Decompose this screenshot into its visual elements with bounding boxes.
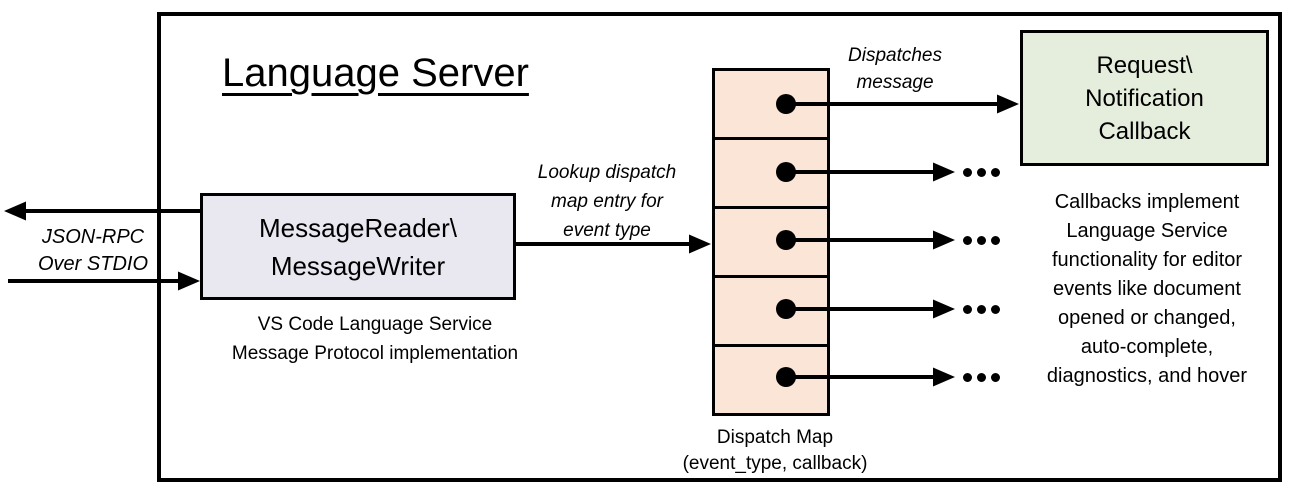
dispatches-message-label: Dispatches message: [830, 42, 960, 96]
dispatch-map-cell-1: [715, 71, 827, 140]
dispatch-map-cell-4: [715, 278, 827, 347]
ellipsis-icon-row2: [963, 167, 1007, 177]
ellipsis-icon-row5: [963, 372, 1007, 382]
callbacks-note-line7: diagnostics, and hover: [1046, 365, 1248, 387]
ellipsis-dot: [977, 304, 986, 314]
ellipsis-dot: [963, 167, 972, 177]
lookup-dispatch-label: Lookup dispatch map entry for event type: [517, 158, 697, 245]
ellipsis-dot: [963, 304, 972, 314]
ellipsis-icon-row3: [963, 235, 1007, 245]
language-server-boundary-box: [157, 12, 1282, 482]
json-rpc-label-line2: Over STDIO: [37, 253, 148, 275]
ellipsis-dot: [977, 167, 986, 177]
request-notification-callback-box: Request\ Notification Callback: [1020, 30, 1269, 166]
callback-box-line1: Request\: [1096, 51, 1193, 79]
callbacks-note-line6: auto-complete,: [1080, 336, 1214, 358]
ellipsis-dot: [963, 235, 972, 245]
dispatches-label-line2: message: [856, 72, 934, 93]
ellipsis-dot: [991, 372, 1000, 382]
callbacks-note-line3: functionality for editor: [1051, 249, 1243, 271]
callbacks-note-line2: Language Service: [1066, 220, 1228, 242]
dispatch-map-caption: Dispatch Map (event_type, callback): [655, 425, 895, 477]
message-caption-line2: Message Protocol implementation: [231, 343, 519, 364]
lookup-label-line3: event type: [563, 220, 651, 241]
dispatches-label-line1: Dispatches: [848, 45, 942, 66]
ellipsis-dot: [991, 167, 1000, 177]
diagram-title: Language Server: [222, 51, 529, 95]
message-caption-line1: VS Code Language Service: [257, 314, 493, 335]
dispatch-caption-line2: (event_type, callback): [682, 453, 868, 474]
ellipsis-icon-row4: [963, 304, 1007, 314]
lookup-label-line1: Lookup dispatch: [537, 162, 677, 183]
callback-box-line3: Callback: [1098, 117, 1191, 145]
callback-box-line2: Notification: [1085, 84, 1204, 112]
dispatch-map-cell-3: [715, 209, 827, 278]
message-box-line1: MessageReader\: [259, 212, 457, 243]
json-rpc-stdio-label: JSON-RPC Over STDIO: [18, 224, 168, 278]
dispatch-caption-line1: Dispatch Map: [716, 427, 834, 448]
dispatch-map-cell-2: [715, 140, 827, 209]
lookup-label-line2: map entry for: [551, 191, 663, 212]
message-reader-writer-box: MessageReader\ MessageWriter: [200, 193, 516, 300]
callbacks-note: Callbacks implement Language Service fun…: [1013, 188, 1281, 391]
message-box-line2: MessageWriter: [270, 250, 446, 281]
message-box-caption: VS Code Language Service Message Protoco…: [195, 310, 555, 368]
ellipsis-dot: [991, 304, 1000, 314]
ellipsis-dot: [977, 372, 986, 382]
ellipsis-dot: [963, 372, 972, 382]
ellipsis-dot: [977, 235, 986, 245]
ellipsis-dot: [991, 235, 1000, 245]
callbacks-note-line1: Callbacks implement: [1054, 191, 1240, 213]
json-rpc-label-line1: JSON-RPC: [41, 226, 145, 248]
callbacks-note-line4: events like document: [1053, 278, 1241, 300]
dispatch-map-cell-5: [715, 347, 827, 413]
dispatch-map-table: [712, 68, 830, 416]
callbacks-note-line5: opened or changed,: [1058, 307, 1236, 329]
